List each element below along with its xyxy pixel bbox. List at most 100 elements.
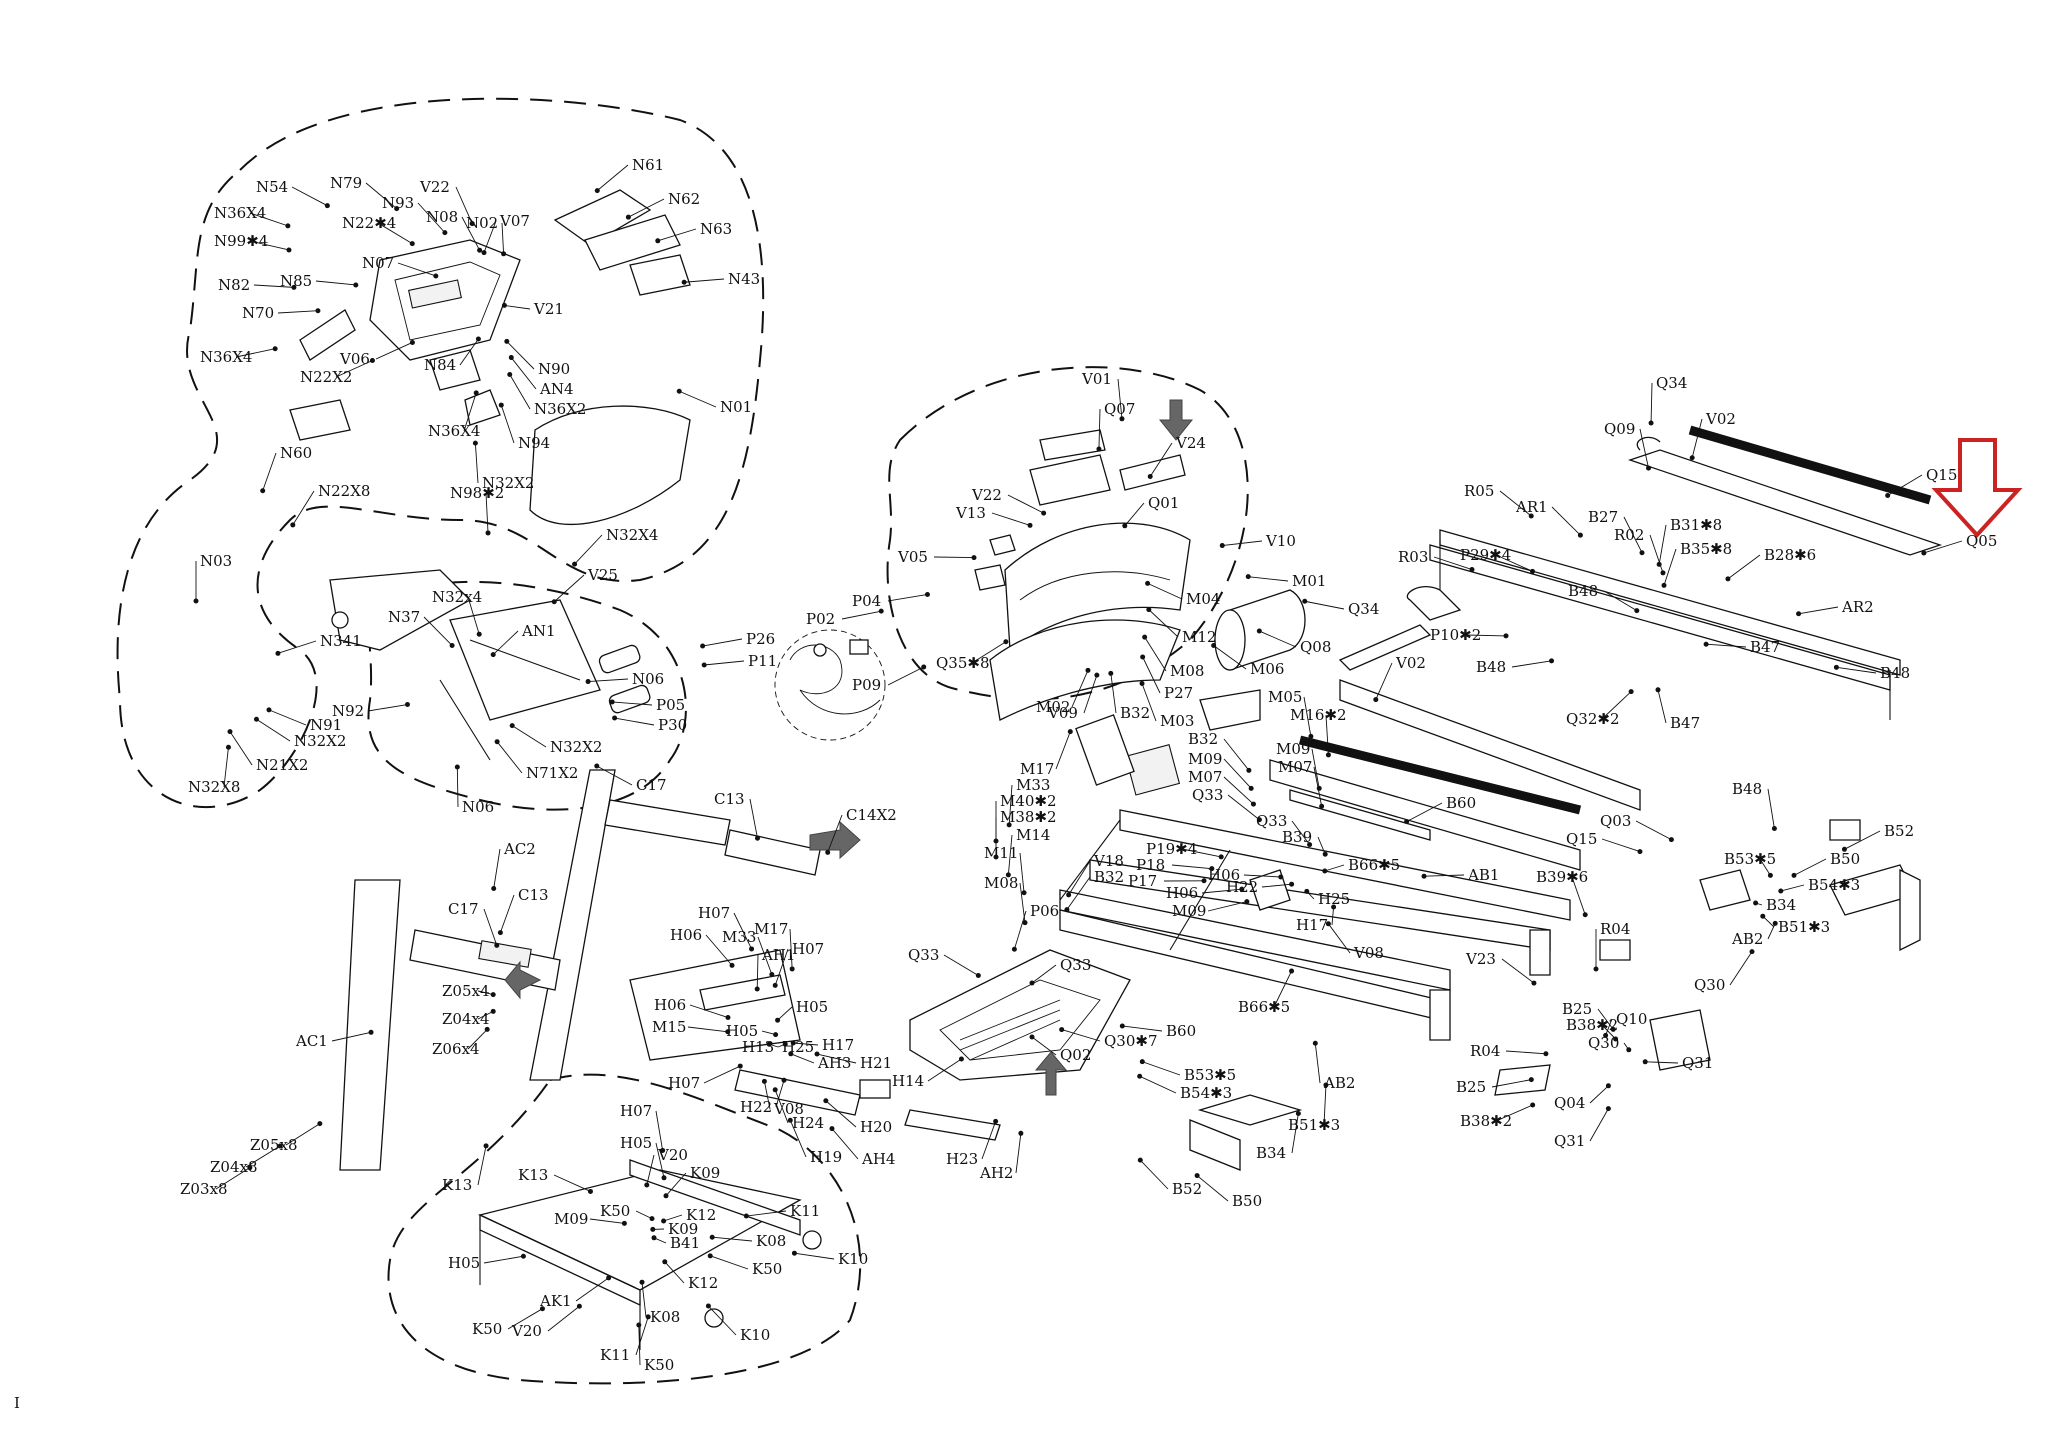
leader-line (1008, 784, 1013, 825)
part-label: B48 (1568, 582, 1598, 600)
part-label: K50 (644, 1356, 674, 1374)
part-label: B25 (1456, 1078, 1486, 1096)
part-label: V08 (773, 1100, 804, 1118)
part-label: N71X2 (526, 764, 578, 782)
leader-line (1328, 923, 1351, 954)
part-label: Q04 (1554, 1094, 1585, 1112)
part-label: B32 (1120, 704, 1150, 722)
leader-line (485, 492, 489, 533)
leader-line (653, 1237, 667, 1244)
part-label: M05 (1268, 688, 1302, 706)
part-label: P11 (748, 652, 777, 670)
part-label: V02 (1705, 410, 1736, 428)
part-label: N06 (632, 670, 664, 688)
leader-line (365, 182, 397, 209)
leader-line (501, 222, 505, 254)
part-label: N22X8 (318, 482, 370, 500)
motor-cover-group-outline (886, 366, 1249, 701)
fastener-dot (1021, 890, 1027, 896)
part-label: Q10 (1616, 1010, 1647, 1028)
part-label: N22X2 (300, 368, 352, 386)
leader-line (1505, 1050, 1546, 1055)
part-label: Q30✱7 (1104, 1032, 1158, 1050)
part-label: B47 (1750, 638, 1780, 656)
leader-line (504, 304, 531, 310)
leader-line (1755, 902, 1763, 906)
part-label: AH2 (979, 1164, 1013, 1182)
leader-line (1149, 442, 1173, 477)
part-label: AR2 (1841, 598, 1874, 616)
part-label: H07 (620, 1102, 652, 1120)
part-label: V01 (1081, 370, 1112, 388)
part-label: H07 (668, 1074, 700, 1092)
leader-line (235, 348, 276, 358)
leader-line (553, 1174, 591, 1192)
leader-line (456, 766, 459, 808)
leader-line (1323, 1085, 1327, 1126)
part-label: Q35✱8 (936, 654, 990, 672)
leader-line (574, 534, 603, 565)
part-label: V20 (511, 1322, 542, 1340)
part-label: P04 (852, 592, 881, 610)
leader-line (646, 1154, 655, 1186)
leader-line (763, 1081, 771, 1110)
leader-line (496, 741, 523, 774)
part-label: V10 (1265, 532, 1296, 550)
leader-line (789, 928, 793, 969)
leader-line (1605, 1018, 1613, 1036)
leader-line (1325, 714, 1329, 755)
leader-line (367, 704, 408, 712)
leader-line (1571, 876, 1586, 915)
leader-line (1491, 1079, 1532, 1088)
leader-line (774, 948, 789, 986)
leader-line (1013, 910, 1027, 950)
leader-line (377, 222, 413, 245)
leader-line (749, 798, 758, 839)
part-label: Q07 (1104, 400, 1135, 418)
leader-line (1836, 666, 1877, 674)
part-label: B31✱8 (1670, 516, 1722, 534)
leader-line (689, 1004, 729, 1018)
leader-line (477, 1145, 487, 1186)
leader-line (635, 1210, 653, 1220)
part-label: N32X8 (188, 778, 240, 796)
leader-line (704, 660, 745, 666)
part-label: R03 (1398, 548, 1428, 566)
leader-line (1031, 964, 1057, 984)
part-label: H21 (860, 1054, 892, 1072)
part-label: B47 (1670, 714, 1700, 732)
leader-line (664, 1261, 685, 1284)
part-label: M09 (554, 1210, 588, 1228)
part-label: H06 (1166, 884, 1198, 902)
leader-line (712, 1236, 753, 1242)
leader-line (1465, 634, 1506, 637)
leader-line (575, 1277, 609, 1302)
part-label: N32X2 (482, 474, 534, 492)
part-label: N61 (632, 156, 664, 174)
leader-line (757, 936, 773, 975)
part-label: M09 (1276, 740, 1310, 758)
part-label: B32 (1094, 868, 1124, 886)
leader-line (1311, 748, 1320, 789)
leader-line (461, 216, 480, 251)
leader-line (756, 954, 759, 990)
leader-line (483, 908, 498, 946)
part-label: R05 (1464, 482, 1494, 500)
part-label: AB1 (1467, 866, 1499, 884)
leader-line (467, 1029, 488, 1050)
part-label: AH4 (861, 1150, 895, 1168)
leader-line (511, 725, 547, 748)
leader-line (1663, 548, 1677, 586)
leader-line (291, 186, 328, 207)
part-label: P27 (1164, 684, 1193, 702)
part-label: P18 (1136, 856, 1165, 874)
part-label: H24 (792, 1114, 824, 1132)
leader-line (1144, 636, 1167, 672)
part-label: H25 (1318, 890, 1350, 908)
leader-line (657, 228, 697, 242)
leader-line (1601, 1024, 1616, 1040)
leader-line (1223, 776, 1254, 805)
part-label: N63 (700, 220, 732, 238)
part-label: AH3 (817, 1054, 851, 1072)
part-label: M07 (1278, 758, 1312, 776)
